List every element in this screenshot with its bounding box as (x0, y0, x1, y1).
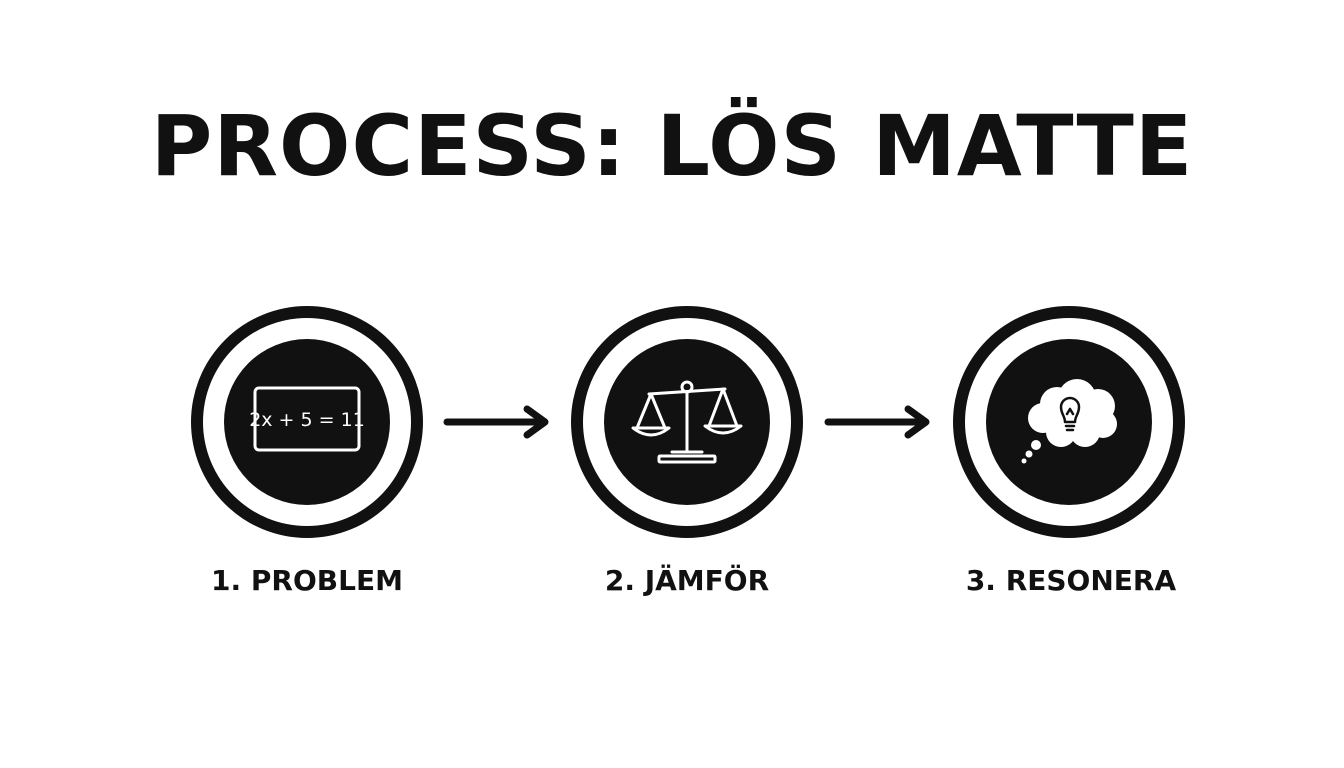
arrow-right-icon (443, 405, 549, 439)
step-2-label: 2. JÄMFÖR (604, 564, 770, 597)
step-2-node (571, 306, 803, 538)
step-disc (224, 339, 390, 505)
page-title: PROCESS: LÖS MATTE (150, 97, 1194, 195)
step-1-node: 2x + 5 = 11 (191, 306, 423, 538)
step-1-label: 1. PROBLEM (211, 564, 403, 597)
step-3-node (953, 306, 1185, 538)
arrow-right-icon (824, 405, 930, 439)
chalkboard-equation-icon: 2x + 5 = 11 (249, 386, 365, 452)
equation-text: 2x + 5 = 11 (249, 409, 365, 431)
step-3-label: 3. RESONERA (965, 564, 1177, 597)
thought-bubble-lightbulb-icon (1021, 379, 1117, 464)
lightbulb-icon (1059, 396, 1081, 432)
balance-scale-icon (631, 380, 743, 464)
